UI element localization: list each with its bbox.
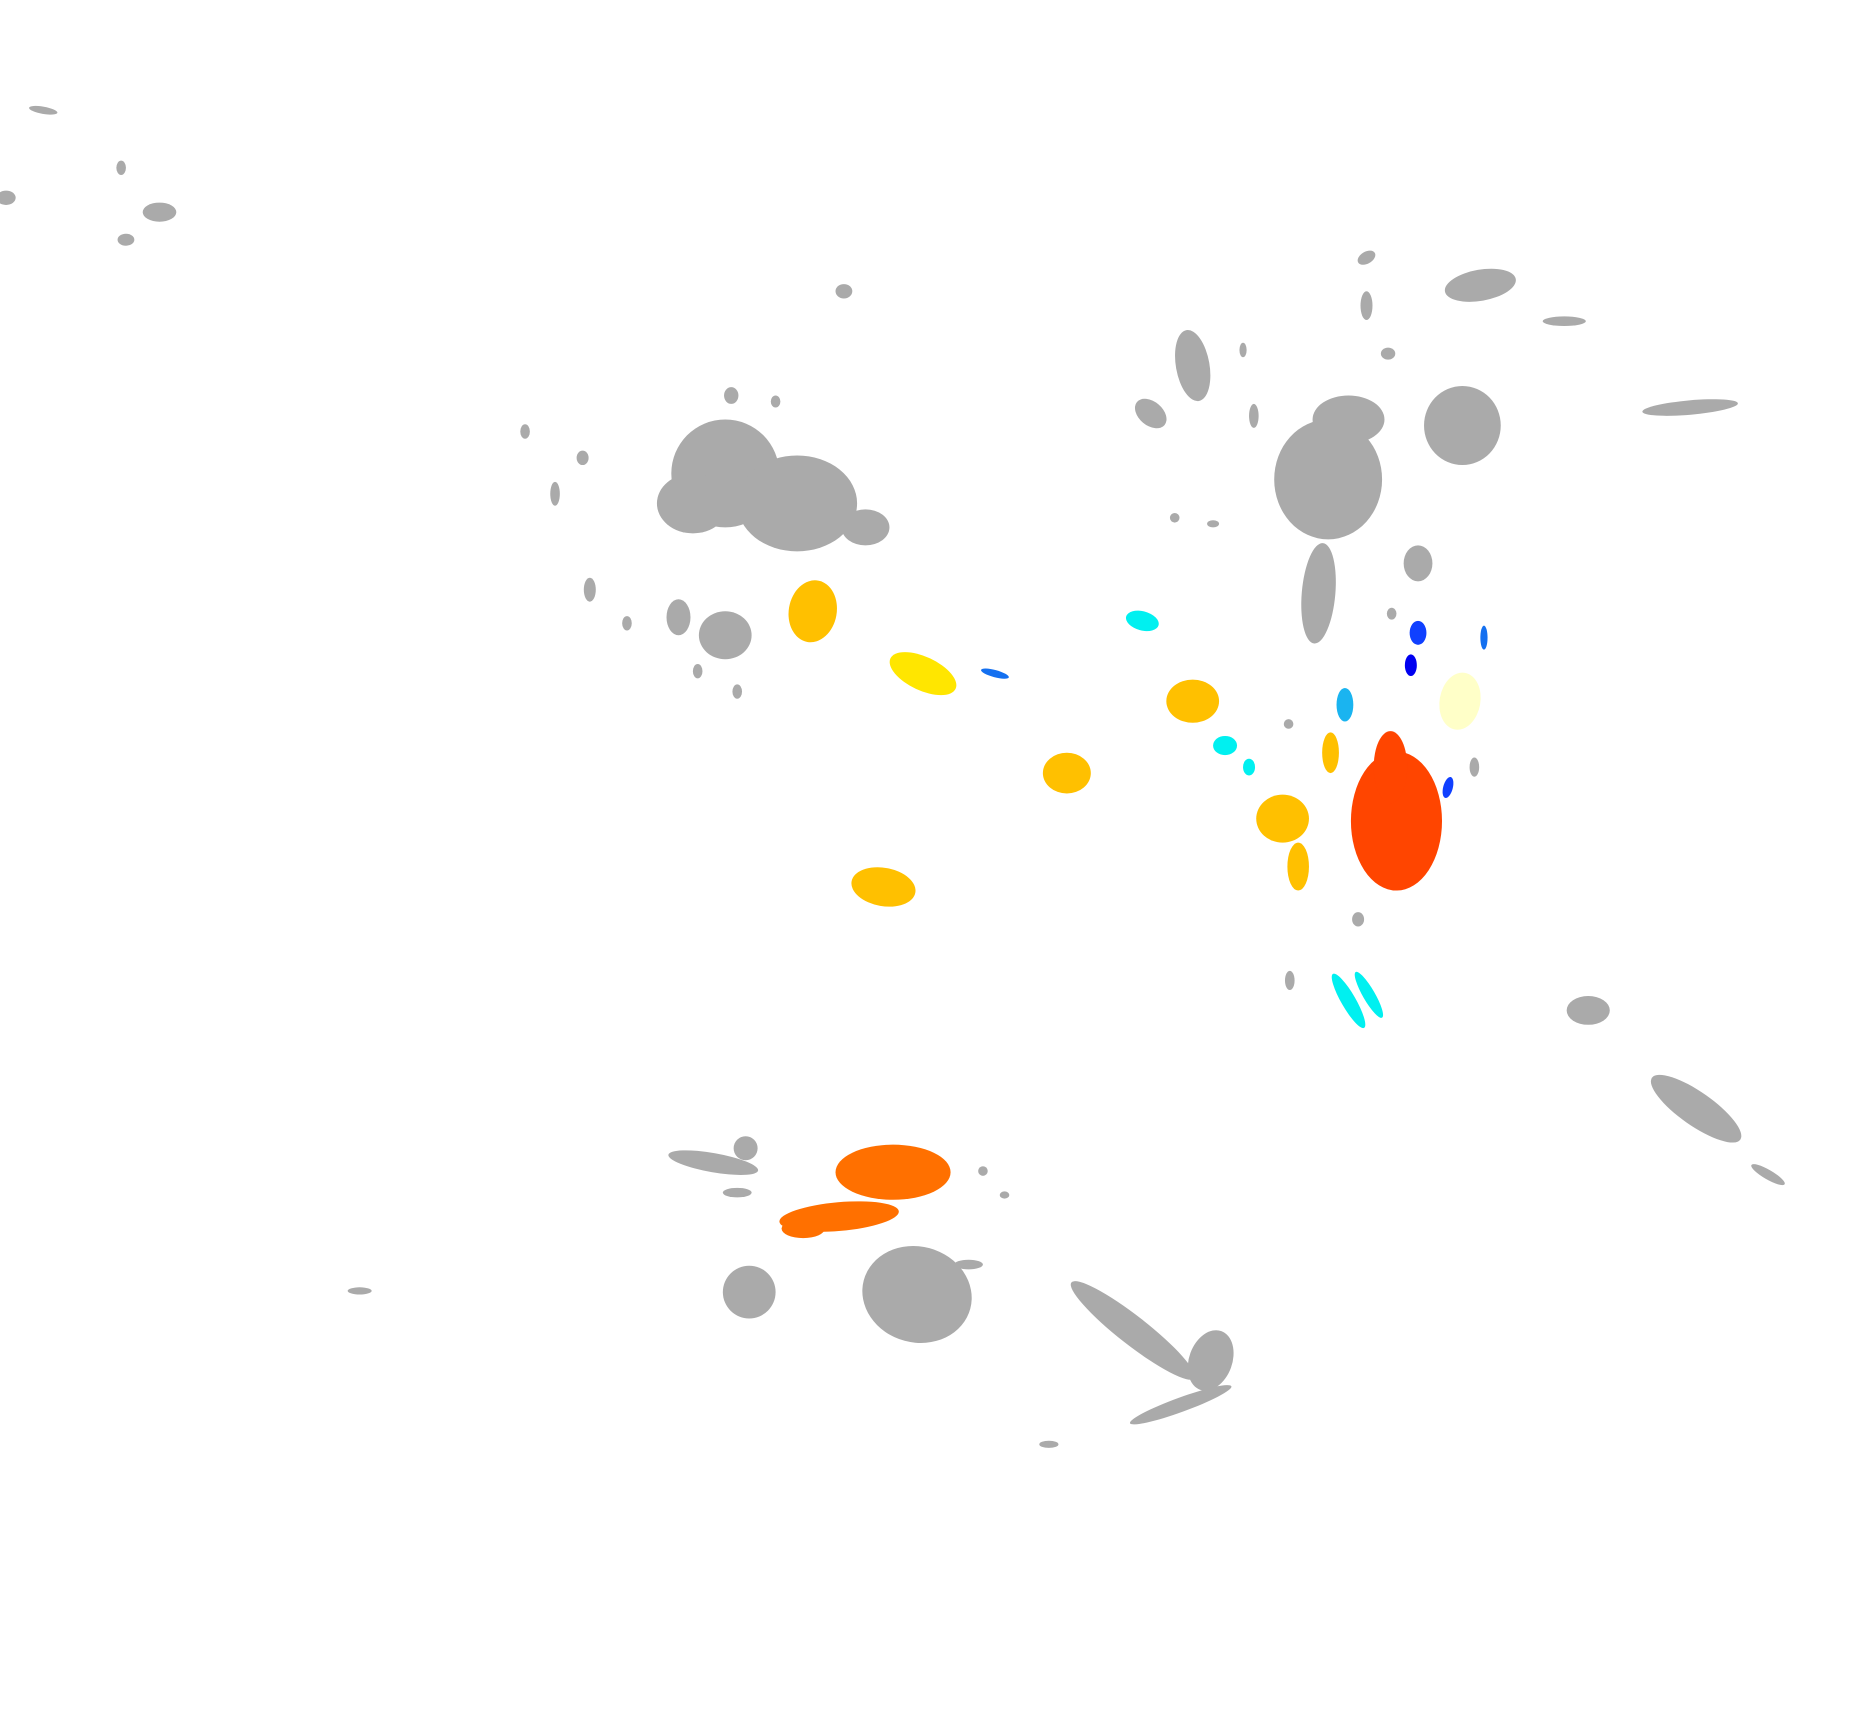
region-no-data <box>999 1191 1010 1199</box>
region-no-data <box>550 481 560 506</box>
region-no-data <box>1424 385 1501 466</box>
region-blue <box>1442 776 1454 798</box>
region-dark-blue <box>1404 654 1417 677</box>
region-no-data <box>1357 250 1376 265</box>
region-no-data <box>583 577 596 602</box>
region-no-data <box>698 611 752 660</box>
region-no-data <box>841 509 890 546</box>
region-amber <box>1256 794 1309 843</box>
region-no-data <box>862 1246 972 1343</box>
region-amber <box>788 580 837 643</box>
region-no-data <box>1274 419 1383 540</box>
region-no-data <box>520 424 530 439</box>
region-no-data <box>1301 543 1336 644</box>
region-no-data <box>1169 513 1180 523</box>
region-mid-blue <box>981 668 1009 679</box>
region-no-data <box>1249 403 1259 428</box>
region-no-data <box>733 1136 758 1161</box>
region-no-data <box>1380 347 1396 360</box>
region-no-data <box>1650 1074 1742 1143</box>
region-orange <box>781 1218 825 1239</box>
region-amber <box>1287 842 1309 891</box>
region-no-data <box>770 395 781 408</box>
region-no-data <box>622 616 632 631</box>
map-regions <box>0 105 1785 1448</box>
region-sky-blue <box>1336 687 1354 722</box>
region-no-data <box>1360 291 1373 321</box>
region-no-data <box>1386 607 1397 620</box>
region-mid-blue <box>1480 625 1488 650</box>
region-light-yellow <box>1439 672 1481 730</box>
region-no-data <box>1134 398 1167 429</box>
region-no-data <box>1207 520 1220 528</box>
region-no-data <box>1070 1281 1195 1380</box>
region-cyan <box>1213 735 1238 756</box>
region-cyan <box>1125 610 1159 632</box>
region-no-data <box>1403 545 1433 582</box>
region-no-data <box>656 473 729 534</box>
region-no-data <box>835 284 853 299</box>
region-amber <box>1042 752 1091 794</box>
region-amber <box>851 867 916 907</box>
region-no-data <box>1239 342 1247 358</box>
region-no-data <box>117 233 135 246</box>
region-no-data <box>978 1166 988 1176</box>
region-no-data <box>692 664 703 679</box>
region-amber <box>1322 732 1339 774</box>
region-no-data <box>1352 912 1365 927</box>
region-no-data <box>722 1265 776 1319</box>
region-red-orange <box>1373 731 1408 804</box>
region-no-data <box>1542 316 1586 327</box>
region-orange <box>835 1144 951 1200</box>
region-red-orange <box>1350 751 1443 891</box>
region-cyan <box>1354 971 1384 1018</box>
region-no-data <box>116 160 126 175</box>
region-blue <box>1409 620 1427 645</box>
region-no-data <box>347 1287 372 1295</box>
region-no-data <box>1283 719 1294 729</box>
region-no-data <box>576 450 589 466</box>
region-no-data <box>1469 757 1480 777</box>
region-no-data <box>1284 970 1295 991</box>
region-no-data <box>668 1150 759 1175</box>
region-no-data <box>1444 268 1516 302</box>
region-yellow <box>889 652 957 696</box>
region-no-data <box>954 1259 983 1270</box>
region-no-data <box>724 387 739 404</box>
region-no-data <box>722 1187 752 1198</box>
region-no-data <box>1751 1164 1785 1186</box>
region-no-data <box>1642 399 1738 416</box>
region-no-data <box>732 684 743 699</box>
region-no-data <box>29 105 58 115</box>
region-no-data <box>737 455 858 552</box>
region-no-data <box>1312 395 1385 444</box>
region-no-data <box>142 202 177 222</box>
region-no-data <box>1039 1440 1059 1448</box>
region-no-data <box>0 190 16 205</box>
region-cyan <box>1331 973 1366 1029</box>
region-cyan <box>1243 758 1256 776</box>
region-no-data <box>1175 330 1211 402</box>
region-no-data <box>1187 1330 1234 1391</box>
region-no-data <box>1566 996 1610 1025</box>
region-no-data <box>1129 1385 1232 1425</box>
region-amber <box>1166 679 1220 723</box>
region-no-data <box>666 599 691 636</box>
